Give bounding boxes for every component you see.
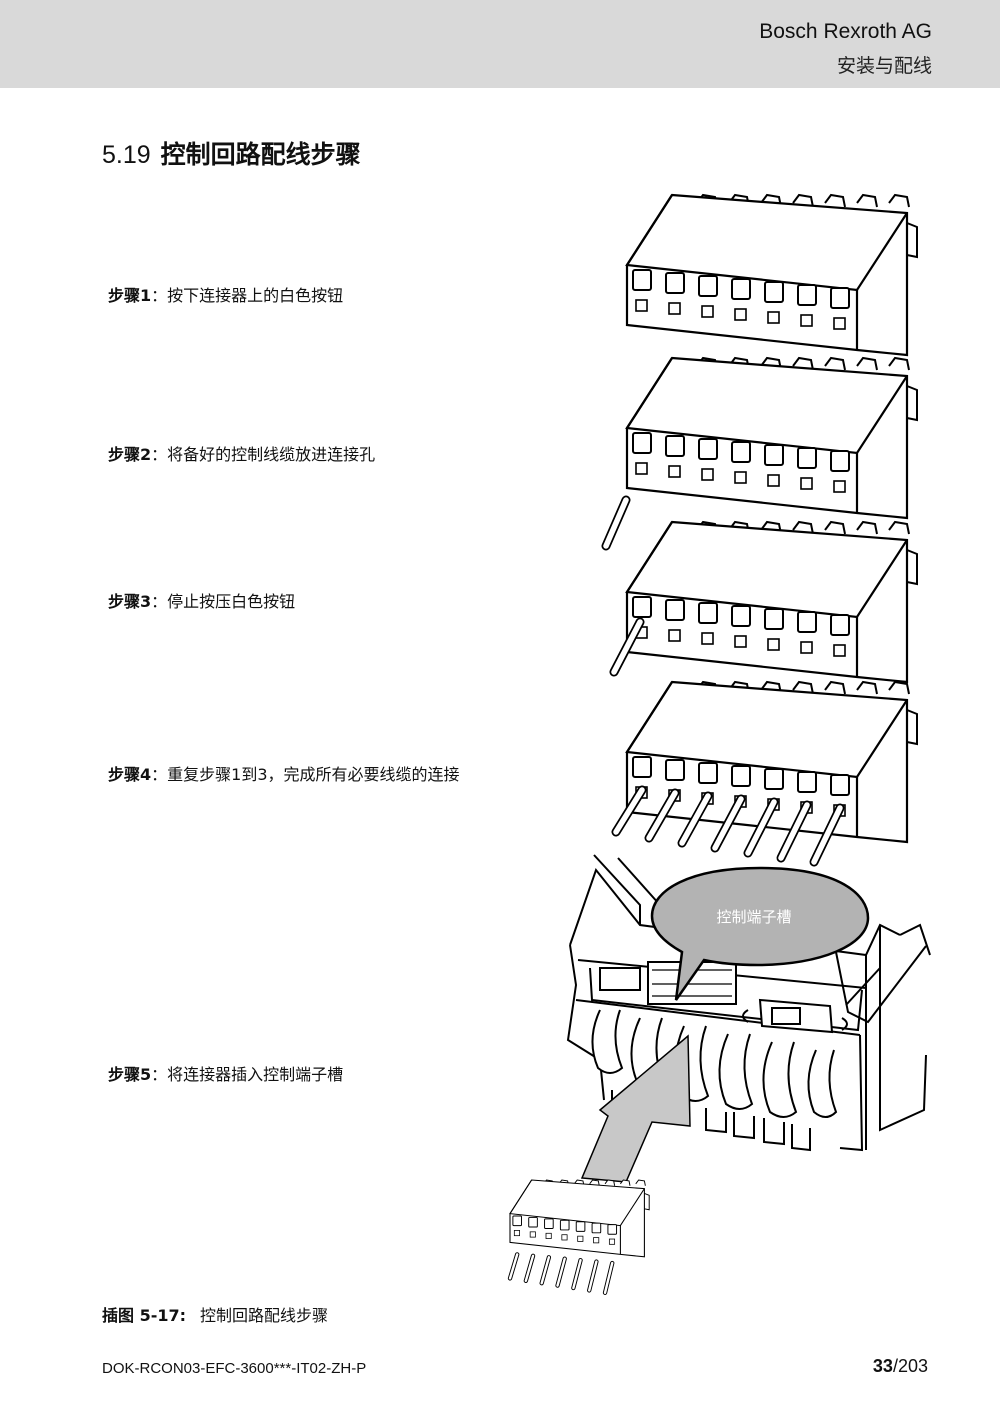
callout-bubble bbox=[650, 866, 870, 1001]
connector-step4-icon bbox=[625, 680, 919, 844]
step-text: ：将备好的控制线缆放进连接孔 bbox=[151, 445, 376, 464]
page-total: /203 bbox=[892, 1356, 928, 1376]
step-3: 步骤3：停止按压白色按钮 bbox=[108, 588, 295, 612]
document-id: DOK-RCON03-EFC-3600***-IT02-ZH-P bbox=[102, 1360, 367, 1377]
section-title: 5.19 控制回路配线步骤 bbox=[102, 135, 361, 171]
step-label: 步骤2 bbox=[108, 445, 152, 464]
figure-caption: 插图 5-17: 控制回路配线步骤 bbox=[102, 1302, 328, 1326]
connector-small-icon bbox=[507, 1179, 650, 1295]
step-text: ：重复步骤1到3，完成所有必要线缆的连接 bbox=[151, 765, 460, 784]
step-label: 步骤1 bbox=[108, 286, 152, 305]
page-number: 33/203 bbox=[873, 1356, 928, 1377]
step-label: 步骤3 bbox=[108, 592, 152, 611]
inverter-unit-icon bbox=[566, 854, 931, 1152]
caption-label: 插图 5-17: bbox=[102, 1306, 187, 1325]
step-text: ：按下连接器上的白色按钮 bbox=[151, 286, 344, 305]
company-name: Bosch Rexroth AG bbox=[759, 20, 932, 43]
connector-step2-icon bbox=[625, 356, 919, 520]
connector-step3-icon bbox=[625, 520, 919, 684]
callout-label: 控制端子槽 bbox=[716, 908, 791, 926]
page-current: 33 bbox=[872, 1356, 893, 1376]
step-4: 步骤4：重复步骤1到3，完成所有必要线缆的连接 bbox=[108, 761, 460, 785]
caption-text: 控制回路配线步骤 bbox=[200, 1306, 329, 1325]
step-5: 步骤5：将连接器插入控制端子槽 bbox=[108, 1061, 343, 1085]
step-label: 步骤4 bbox=[108, 765, 152, 784]
insertion-arrow bbox=[580, 1034, 691, 1183]
page-header: Bosch Rexroth AG 安装与配线 bbox=[0, 0, 1000, 88]
connector-step1-icon bbox=[625, 193, 919, 357]
section-number: 5.19 bbox=[102, 141, 151, 169]
step-text: ：停止按压白色按钮 bbox=[151, 592, 296, 611]
step-1: 步骤1：按下连接器上的白色按钮 bbox=[108, 282, 343, 306]
wires-icon bbox=[611, 785, 845, 867]
step-text: ：将连接器插入控制端子槽 bbox=[151, 1065, 344, 1084]
step-label: 步骤5 bbox=[108, 1065, 152, 1084]
section-title-text: 控制回路配线步骤 bbox=[160, 140, 361, 169]
step-2: 步骤2：将备好的控制线缆放进连接孔 bbox=[108, 441, 375, 465]
chapter-name: 安装与配线 bbox=[836, 55, 932, 77]
